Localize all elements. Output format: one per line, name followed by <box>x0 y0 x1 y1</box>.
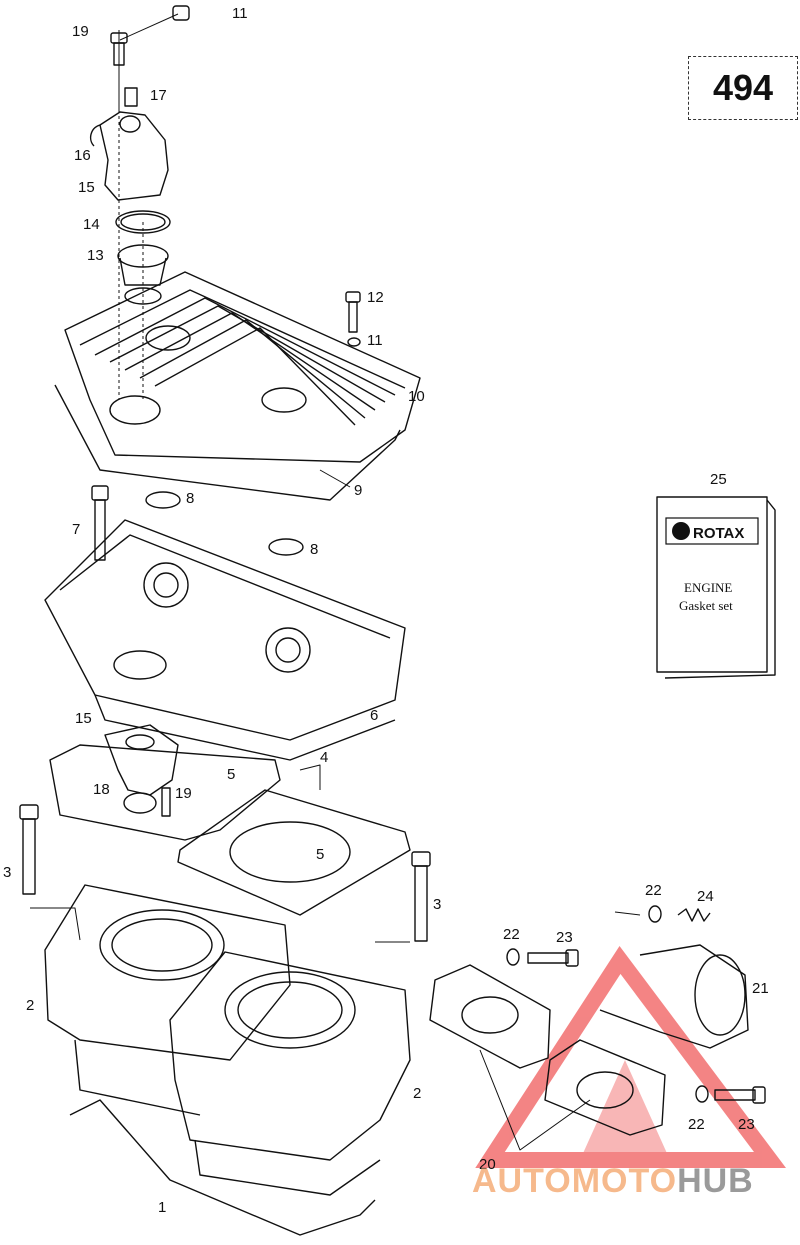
head-bolt <box>91 485 109 561</box>
callout-label: 11 <box>232 5 248 22</box>
callout-label: 15 <box>75 710 92 727</box>
cylinder-head <box>44 519 406 761</box>
callout-label: 20 <box>479 1156 496 1173</box>
washer <box>695 1085 709 1103</box>
callout-label: 22 <box>503 926 520 943</box>
plug-part <box>172 5 190 21</box>
cylinder-bolt <box>411 851 431 942</box>
manual-title-line1: ENGINE <box>684 580 732 595</box>
callout-label: 16 <box>74 147 91 164</box>
callout-label: 5 <box>227 766 235 783</box>
callout-label: 22 <box>688 1116 705 1133</box>
rotax-logo: ROTAX <box>665 517 759 545</box>
callout-label: 18 <box>93 781 110 798</box>
callout-label: 17 <box>150 87 167 104</box>
callout-label: 4 <box>320 749 328 766</box>
callout-label: 8 <box>186 490 194 507</box>
callout-label: 23 <box>556 929 573 946</box>
callout-label: 25 <box>710 471 727 488</box>
callout-label: 2 <box>26 997 34 1014</box>
callout-label: 7 <box>72 521 80 538</box>
callout-label: 24 <box>697 888 714 905</box>
callout-label: 19 <box>175 785 192 802</box>
callout-label: 21 <box>752 980 769 997</box>
watermark-text: AUTOMOTOHUB <box>472 1162 792 1202</box>
callout-label: 19 <box>72 23 89 40</box>
callout-label: 3 <box>433 896 441 913</box>
callout-label: 13 <box>87 247 104 264</box>
cylinder-bolt <box>19 804 39 895</box>
watermark-part2: HUB <box>677 1162 754 1200</box>
screw-part <box>161 787 171 817</box>
manual-title-line2: Gasket set <box>679 598 733 613</box>
base-gasket <box>69 1099 376 1236</box>
water-outlet-housing <box>104 724 179 814</box>
watermark-triangle-logo <box>475 946 786 1168</box>
o-ring-small <box>268 538 304 556</box>
callout-label: 23 <box>738 1116 755 1133</box>
cylinder-rear <box>169 951 411 1196</box>
thermostat-housing <box>89 111 169 201</box>
callout-label: 3 <box>3 864 11 881</box>
callout-label: 22 <box>645 882 662 899</box>
callout-label: 8 <box>310 541 318 558</box>
callout-label: 5 <box>316 846 324 863</box>
page-number: 494 <box>712 67 774 108</box>
callout-label: 10 <box>408 388 425 405</box>
head-cover-gasket <box>54 384 401 501</box>
callout-label: 6 <box>370 707 378 724</box>
flange-bolt <box>527 949 579 967</box>
flange-bolt <box>714 1086 766 1104</box>
o-ring-small <box>145 491 181 509</box>
callout-label: 2 <box>413 1085 421 1102</box>
gasket-set-manual <box>656 496 776 679</box>
callout-label: 9 <box>354 482 362 499</box>
head-gasket <box>177 789 411 916</box>
exhaust-flange <box>429 964 666 1136</box>
bolt-part <box>345 291 361 347</box>
leader-lines <box>30 13 641 1151</box>
callout-label: 14 <box>83 216 100 233</box>
cylinder-head-cover <box>64 271 421 463</box>
spring-part <box>677 908 711 922</box>
callout-label: 11 <box>367 332 383 349</box>
fitting-part <box>124 87 138 107</box>
callout-label: 15 <box>78 179 95 196</box>
head-gasket <box>49 744 281 841</box>
exhaust-manifold <box>599 944 749 1049</box>
callout-label: 1 <box>158 1199 166 1216</box>
watermark-part1: AUTOMOTO <box>472 1162 678 1200</box>
svg-text:ROTAX: ROTAX <box>693 525 744 542</box>
cylinder-front <box>44 884 291 1116</box>
o-ring <box>115 210 171 234</box>
washer <box>648 905 662 923</box>
callout-label: 12 <box>367 289 384 306</box>
callout-labels: 11 19 17 16 15 14 13 12 11 10 9 8 7 8 25… <box>3 5 769 1216</box>
washer <box>506 948 520 966</box>
page-number-box: 494 <box>688 56 798 120</box>
